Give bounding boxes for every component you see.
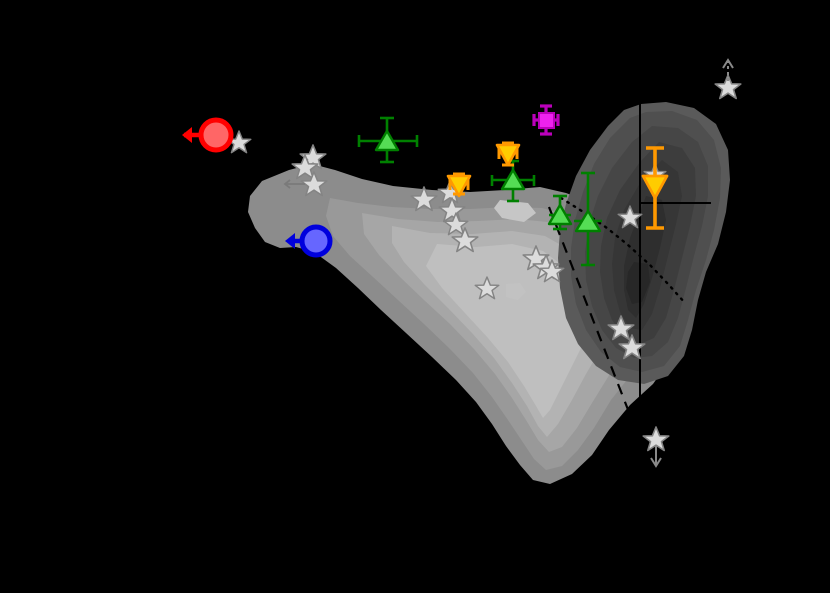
blue-circle-point[interactable] <box>285 224 333 258</box>
star-left-limit-arrow <box>283 179 305 189</box>
magenta-square-marker[interactable] <box>538 112 555 129</box>
orange-triangle-points <box>446 141 669 230</box>
dotted-curve <box>559 196 687 305</box>
green-triangle-marker[interactable] <box>374 129 400 152</box>
star-down-limit <box>642 426 670 468</box>
red-circle-marker[interactable] <box>198 117 234 153</box>
green-triangle-marker[interactable] <box>547 203 573 226</box>
star-marker[interactable] <box>451 227 479 253</box>
contour-dark-inner-core <box>626 262 650 304</box>
orange-triangle-point[interactable] <box>495 141 521 167</box>
green-triangle-point[interactable] <box>547 194 573 231</box>
dashed-diagonal-line <box>547 206 643 444</box>
star-marker[interactable] <box>618 334 646 360</box>
orange-triangle-marker[interactable] <box>641 174 669 200</box>
orange-triangle-point[interactable] <box>446 172 472 198</box>
up-arrow-icon <box>722 58 734 81</box>
star-marker[interactable] <box>474 276 500 300</box>
star-marker[interactable] <box>607 315 635 341</box>
star-marker[interactable] <box>300 171 328 197</box>
green-triangle-marker[interactable] <box>500 168 526 191</box>
down-arrow-icon <box>650 446 662 468</box>
orange-triangle-marker[interactable] <box>495 143 521 167</box>
contour-light-inner-patch-b <box>506 283 526 300</box>
magenta-square-point[interactable] <box>532 104 560 136</box>
green-triangle-point[interactable] <box>357 116 419 164</box>
orange-triangle-marker[interactable] <box>446 174 472 198</box>
star-marker[interactable] <box>410 186 438 212</box>
contour-light-level-5 <box>426 244 588 418</box>
green-triangle-marker[interactable] <box>574 209 602 233</box>
red-circle-point[interactable] <box>182 117 234 153</box>
green-triangle-point[interactable] <box>574 171 602 267</box>
star-up-limit <box>714 58 742 100</box>
orange-triangle-point[interactable] <box>641 146 669 230</box>
green-triangle-point[interactable] <box>490 159 536 203</box>
green-triangle-points <box>357 116 602 267</box>
star-marker[interactable] <box>617 205 643 229</box>
contour-light-inner-patch-a <box>494 200 536 222</box>
blue-circle-marker[interactable] <box>299 224 333 258</box>
